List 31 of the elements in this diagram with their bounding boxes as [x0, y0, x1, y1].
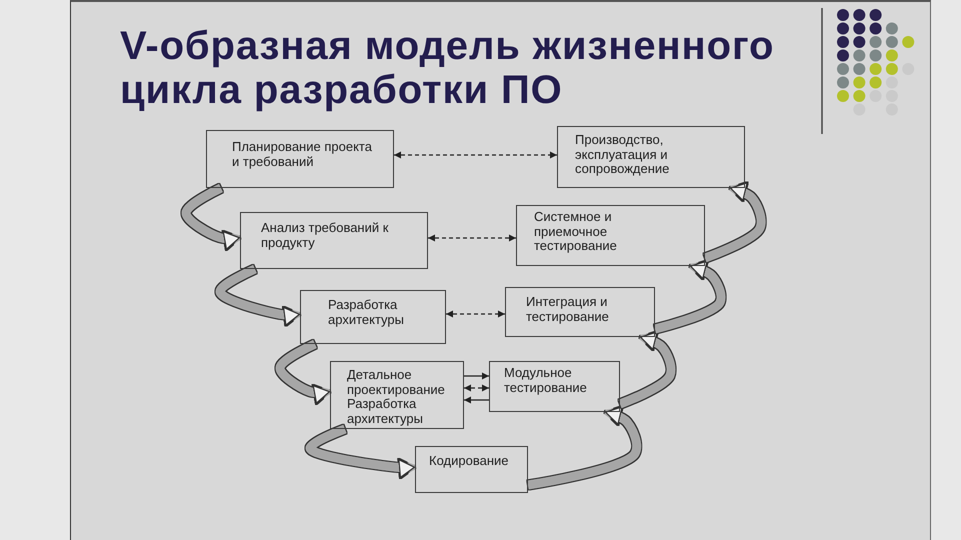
curved-block-arrow [527, 406, 642, 490]
stage-box [415, 446, 528, 493]
arrow [464, 372, 489, 380]
stage-label: Разработка архитектуры [328, 298, 405, 327]
dashed-arrow [394, 152, 557, 158]
stage-label: Производство, эксплуатация и сопровождение [575, 133, 670, 176]
curved-block-arrow [654, 260, 726, 334]
curved-block-arrow [703, 182, 766, 262]
stage-label: Анализ требований к продукту [261, 221, 390, 250]
stage-label: Системное и приемочное тестирование [534, 210, 618, 254]
dashed-arrow [428, 234, 516, 242]
stage-box [489, 361, 620, 412]
stage-label: Детальное проектирование Разработка архитектуры [347, 368, 446, 426]
dashed-arrow [464, 384, 489, 392]
stage-box [206, 130, 394, 188]
arrow [464, 396, 489, 404]
slide-title: V-образная модель жизненного цикла разработки ПО [120, 24, 776, 112]
stage-box [505, 287, 655, 337]
stage-box [330, 361, 464, 429]
stage-box [300, 290, 446, 344]
stage-label: Интеграция и тестирование [526, 295, 610, 324]
stage-box [557, 126, 745, 188]
stage-label: Кодирование [429, 454, 510, 468]
curved-block-arrow [216, 264, 300, 326]
stage-box [240, 212, 428, 269]
stage-box [516, 205, 705, 266]
curved-block-arrow [306, 424, 416, 478]
curved-block-arrow [618, 332, 676, 408]
stage-label: Модульное тестирование [504, 366, 588, 395]
dashed-arrow [446, 310, 505, 318]
stage-label: Планирование проекта и требований [232, 140, 373, 169]
